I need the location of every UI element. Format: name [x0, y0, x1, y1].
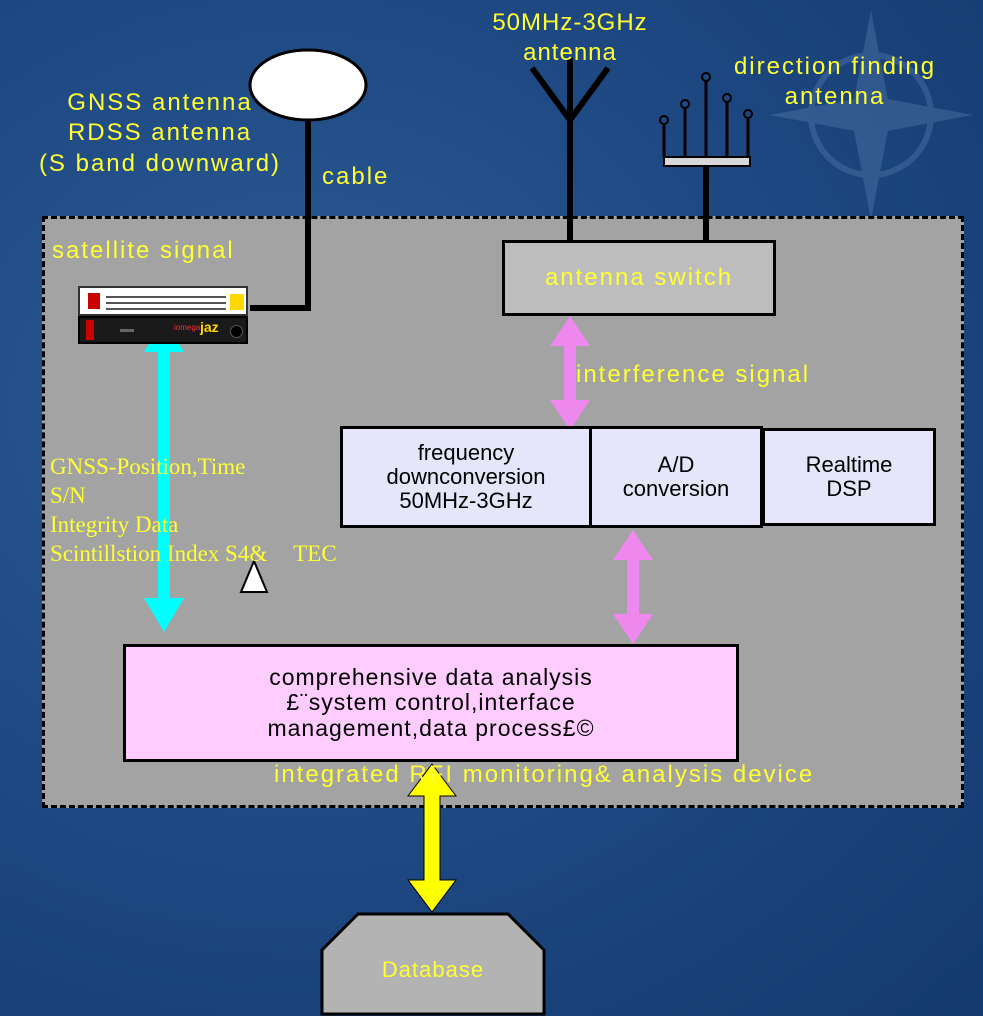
direction-finding-antenna-icon — [659, 72, 753, 240]
database-arrow — [407, 763, 457, 913]
gnss-receiver-device: iomega jaz — [78, 286, 248, 344]
compass-watermark-icon — [770, 10, 973, 220]
antenna-switch-block: antenna switch — [502, 240, 776, 316]
database-block — [320, 912, 546, 1016]
realtime-dsp-block: Realtime DSP — [762, 428, 936, 526]
gnss-output-item: GNSS-Position,Time — [50, 454, 246, 479]
satellite-signal-label: satellite signal — [52, 237, 235, 264]
adc-analysis-arrow — [613, 530, 653, 644]
device-caption-label: integrated RFI monitoring& analysis devi… — [274, 761, 815, 788]
ad-conversion-block: A/D conversion — [589, 426, 763, 528]
cable-line — [250, 120, 311, 311]
gnss-output-item: S/N — [50, 483, 86, 508]
delta-symbol-icon — [239, 558, 269, 593]
broadband-antenna-icon — [529, 58, 611, 240]
frequency-downconversion-block: frequency downconversion 50MHz-3GHz — [340, 426, 592, 528]
gnss-output-item: Scintillstion Index S4&TEC — [50, 541, 337, 566]
receiver-power-icon — [86, 320, 94, 340]
gnss-output-list: GNSS-Position,Time S/N Integrity Data Sc… — [50, 452, 337, 568]
database-label: Database — [381, 957, 485, 982]
receiver-status-light-icon — [88, 293, 100, 309]
direction-antenna-label: direction finding antenna — [733, 53, 937, 111]
device-brand-iomega: iomega — [174, 323, 201, 332]
gnss-data-arrow — [144, 318, 184, 632]
broadband-antenna-label: 50MHz-3GHz antenna — [492, 9, 648, 67]
cable-label: cable — [322, 163, 390, 190]
gnss-output-item: Integrity Data — [50, 512, 179, 537]
gnss-antenna-label: GNSS antenna RDSS antenna (S band downwa… — [38, 89, 282, 177]
device-brand-jaz: jaz — [200, 319, 219, 335]
interference-signal-label: interference signal — [576, 361, 811, 388]
comprehensive-analysis-block: comprehensive data analysis £¨system con… — [123, 644, 739, 762]
interference-signal-arrow — [550, 316, 590, 430]
receiver-eject-button-icon — [230, 325, 243, 338]
